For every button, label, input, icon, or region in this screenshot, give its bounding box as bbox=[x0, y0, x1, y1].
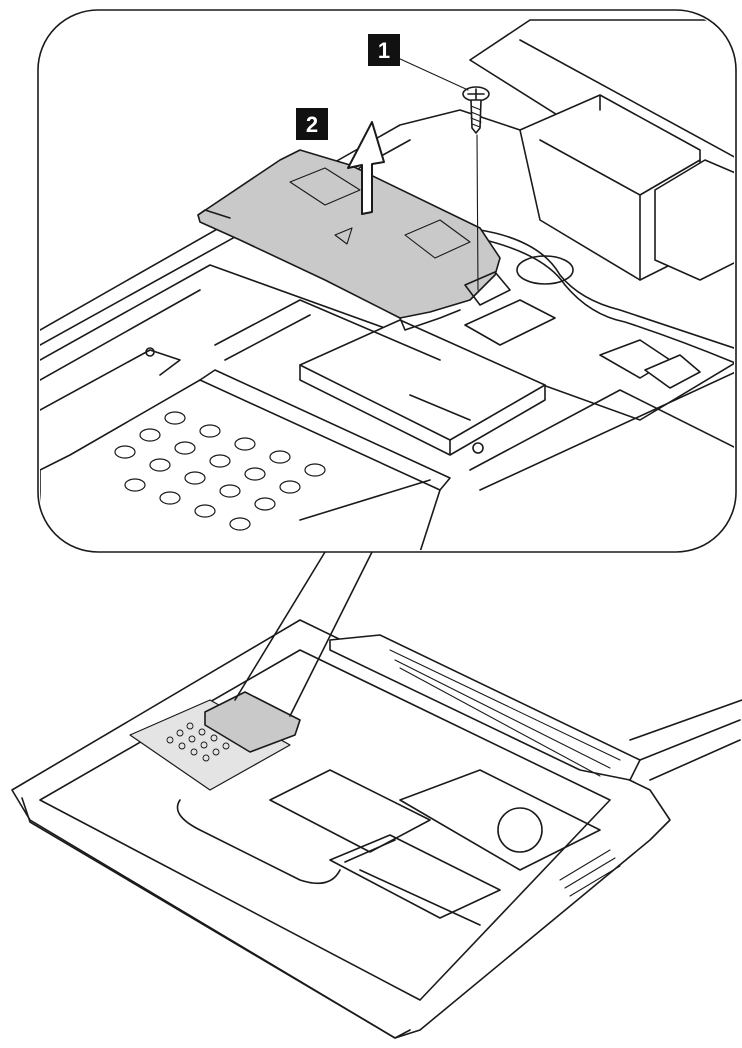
laptop-base-outline bbox=[11, 619, 671, 1039]
overview-shield bbox=[204, 691, 301, 753]
zoom-left-rail bbox=[40, 349, 181, 411]
screw-guide-line bbox=[476, 134, 479, 291]
shield-triangle bbox=[334, 227, 353, 245]
screw-shaft bbox=[470, 99, 482, 134]
overview-fan-assembly bbox=[399, 769, 601, 871]
zoom-right-rail bbox=[469, 369, 734, 491]
callout-wedge bbox=[234, 551, 373, 717]
screw bbox=[397, 57, 490, 291]
badge-1-leader bbox=[397, 57, 469, 91]
shield-flange bbox=[399, 309, 461, 331]
step-badge-2: 2 bbox=[296, 108, 328, 140]
overview-motherboard bbox=[269, 769, 431, 853]
shield-emboss-2 bbox=[404, 219, 471, 259]
zoom-cable-2 bbox=[484, 239, 734, 366]
shield-tab-left bbox=[197, 209, 231, 219]
shield-screw-tab bbox=[464, 271, 511, 306]
palm-rest bbox=[39, 649, 611, 1001]
overview-fan bbox=[497, 807, 543, 853]
zoom-left-hole bbox=[145, 347, 155, 357]
zoom-small-post bbox=[472, 442, 484, 454]
display-edge bbox=[629, 699, 742, 781]
metal-shield bbox=[197, 149, 511, 331]
zoom-hdd-perforation bbox=[114, 411, 326, 531]
zoom-round-cutout bbox=[516, 255, 574, 285]
overview-memory-slot bbox=[329, 834, 501, 926]
step-badge-1-label: 1 bbox=[378, 38, 390, 63]
zoom-cable bbox=[479, 229, 734, 351]
hdd-perforation bbox=[166, 722, 230, 762]
overview-recess bbox=[176, 799, 341, 885]
step-badge-2-label: 2 bbox=[306, 112, 318, 137]
zoom-hdd-edge bbox=[199, 369, 451, 521]
zoom-hinge-side bbox=[654, 159, 734, 281]
step-badge-1: 1 bbox=[368, 34, 400, 66]
screw-slot bbox=[467, 88, 485, 100]
zoom-cable-clip-2 bbox=[644, 354, 701, 389]
laptop-overview bbox=[11, 551, 742, 1039]
zoom-bay-frame bbox=[214, 299, 471, 421]
battery-ribs bbox=[389, 649, 621, 777]
laptop-base-lip bbox=[21, 797, 411, 1039]
zoom-hinge-detail bbox=[539, 94, 701, 281]
step-badge-1-box bbox=[368, 34, 400, 66]
shield-plate bbox=[197, 149, 501, 319]
zoom-card-connector bbox=[464, 299, 556, 346]
shield-emboss-1 bbox=[289, 167, 361, 206]
screw-threads bbox=[470, 105, 482, 128]
step-badge-2-box bbox=[296, 108, 328, 140]
zoom-card-edge bbox=[299, 364, 546, 456]
zoom-callout: 1 2 bbox=[37, 9, 737, 553]
overview-ports bbox=[559, 849, 621, 897]
lift-arrow bbox=[347, 121, 385, 215]
